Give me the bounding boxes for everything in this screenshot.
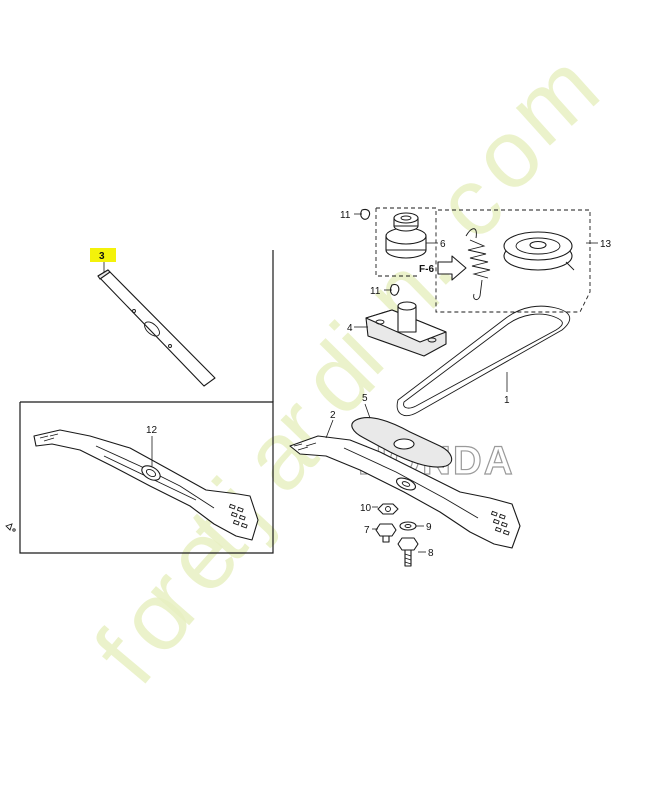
watermark: foretjardin.com: [74, 33, 618, 704]
callout-7[interactable]: 7: [364, 525, 370, 536]
callout-1[interactable]: 1: [504, 395, 510, 406]
adapter-part-4[interactable]: [365, 301, 447, 357]
callout-13[interactable]: 13: [600, 239, 612, 250]
blade-part-2[interactable]: [289, 435, 521, 549]
plate-part-5[interactable]: [351, 417, 453, 468]
assembly-13-box: [375, 207, 591, 313]
edge-marker-icon: [5, 523, 16, 532]
tension-spring[interactable]: [465, 228, 491, 301]
clip-part-11-top[interactable]: [360, 208, 371, 220]
callout-4[interactable]: 4: [347, 323, 353, 334]
bolt-part-7[interactable]: [375, 523, 397, 543]
callout-10[interactable]: 10: [360, 503, 372, 514]
bolt-part-8[interactable]: [397, 537, 419, 567]
callout-8[interactable]: 8: [428, 548, 434, 559]
callout-11-mid[interactable]: 11: [370, 286, 381, 297]
callout-2[interactable]: 2: [330, 410, 336, 421]
blade-12-slots: [228, 503, 248, 529]
pulley-part-13[interactable]: [503, 231, 575, 271]
callout-f6[interactable]: F-6: [419, 264, 434, 275]
clip-part-11-mid[interactable]: [389, 284, 400, 296]
blade-part-3[interactable]: [97, 269, 216, 387]
blade-2-slots: [490, 510, 510, 536]
callout-9[interactable]: 9: [426, 522, 432, 533]
f6-reference-arrow: [437, 255, 467, 281]
inset-frame: [19, 250, 274, 554]
pulley-part-6[interactable]: [385, 212, 427, 259]
blade-part-12[interactable]: [33, 429, 259, 541]
callout-3[interactable]: 3: [99, 251, 105, 262]
callout-6[interactable]: 6: [440, 239, 446, 250]
callout-5[interactable]: 5: [362, 393, 368, 404]
callout-12[interactable]: 12: [146, 425, 158, 436]
washer-part-9[interactable]: [399, 521, 417, 531]
highlight-callout-3: [90, 248, 116, 262]
callout-labels: 3 12 11 6 13 F-6 11 4 1 5 2 10 7 9 8: [90, 210, 612, 559]
belt-part-1[interactable]: [396, 305, 571, 416]
nut-part-10[interactable]: [377, 503, 399, 515]
callout-11-top[interactable]: 11: [340, 210, 351, 221]
leader-lines: [103, 213, 598, 553]
